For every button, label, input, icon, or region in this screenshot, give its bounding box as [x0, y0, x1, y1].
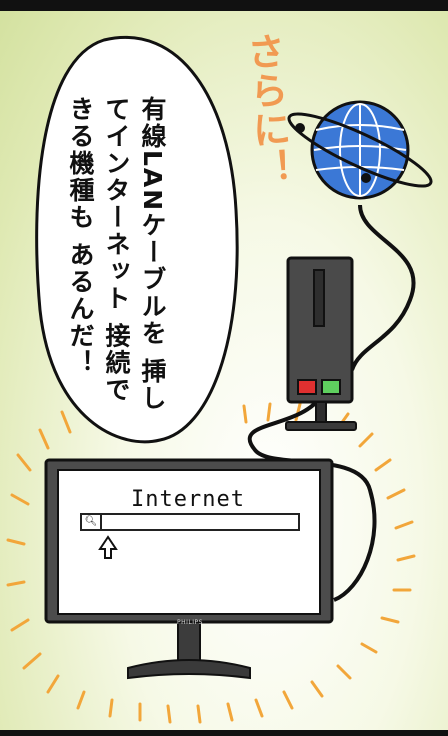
- screen-title: Internet: [131, 487, 245, 512]
- search-button[interactable]: 🔍︎: [82, 515, 102, 529]
- bubble-line-3: 接続できる機種も: [66, 96, 131, 404]
- bubble-line-2: 挿してインターネット: [102, 96, 167, 412]
- exclamation-text: さらに！: [239, 30, 295, 190]
- router-icon: [285, 256, 357, 431]
- speech-bubble-text: 有線LANケーブルを 挿してインターネット 接続できる機種も あるんだ！: [62, 96, 170, 416]
- burst-lines: [6, 402, 416, 724]
- magnifier-icon: 🔍︎: [84, 516, 98, 527]
- monitor-icon: [44, 458, 334, 680]
- panel-top-border: [0, 0, 448, 11]
- globe-icon: [287, 100, 433, 200]
- monitor-brand-label: PHILIPS: [177, 619, 203, 626]
- bubble-line-4: あるんだ！: [66, 241, 95, 377]
- panel-bottom-border: [0, 730, 448, 736]
- search-input[interactable]: 🔍︎: [80, 513, 300, 531]
- cursor-icon: [98, 535, 118, 559]
- bubble-line-1: 有線LANケーブルを: [138, 96, 167, 348]
- speech-bubble: [35, 36, 239, 444]
- cable-globe-router: [350, 204, 416, 371]
